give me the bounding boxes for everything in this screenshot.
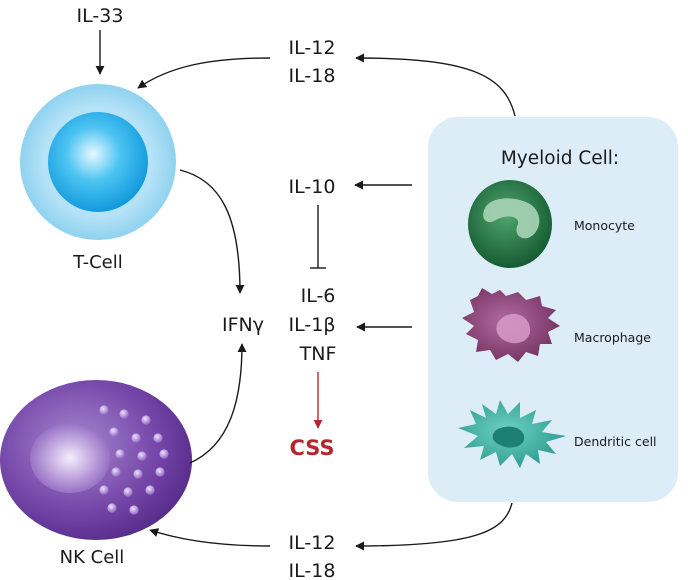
nk-granule [123, 487, 133, 497]
nk-granule [109, 427, 119, 437]
nk-granule [133, 469, 143, 479]
top-il18-label: IL-18 [289, 65, 336, 87]
dendritic-cell-label: Dendritic cell [574, 434, 657, 449]
nk-cell-label: NK Cell [60, 547, 125, 568]
tnf-label: TNF [299, 343, 337, 365]
bottom-il12-to-nk-arrow [149, 528, 271, 547]
bottom-il18-label: IL-18 [289, 560, 336, 580]
t-cell-icon [20, 84, 176, 240]
nk-granule [155, 467, 165, 477]
il6-label: IL-6 [301, 285, 336, 307]
nk-granule [141, 415, 151, 425]
nk-to-ifng-arrow [189, 343, 247, 464]
myeloid-to-bottom-il12-arrow [355, 502, 513, 551]
top-il12-label: IL-12 [289, 37, 336, 59]
ifng-label: IFNγ [222, 314, 264, 336]
dendritic-cell-icon [458, 400, 566, 468]
nk-granule [119, 409, 129, 419]
nk-granule [145, 485, 155, 495]
myeloid-title: Myeloid Cell: [501, 148, 619, 169]
tcell-to-ifng-arrow [179, 169, 245, 294]
css-outcome-label: CSS [289, 436, 334, 460]
top-il12-to-tcell-arrow [137, 57, 271, 89]
nk-granule [131, 433, 141, 443]
nk-granule [115, 449, 125, 459]
macrophage-label: Macrophage [574, 330, 651, 345]
nk-granule [99, 485, 109, 495]
t-cell-label: T-Cell [72, 252, 122, 273]
monocyte-label: Monocyte [574, 218, 635, 233]
nk-granule [153, 433, 163, 443]
nk-granule [107, 503, 117, 513]
myeloid-to-top-il12-arrow [355, 53, 516, 117]
il10-label: IL-10 [289, 176, 336, 198]
nk-granule [137, 451, 147, 461]
bottom-il12-label: IL-12 [289, 532, 336, 554]
nk-granule [99, 405, 109, 415]
nk-cell-icon [0, 380, 192, 540]
monocyte-icon [468, 180, 552, 268]
nk-granule [159, 449, 169, 459]
macrophage-icon [462, 288, 560, 362]
nk-granule [111, 467, 121, 477]
nk-granule [129, 505, 139, 515]
nk-granules [99, 405, 169, 515]
il33-label: IL-33 [77, 5, 124, 27]
il1b-label: IL-1β [289, 314, 336, 336]
